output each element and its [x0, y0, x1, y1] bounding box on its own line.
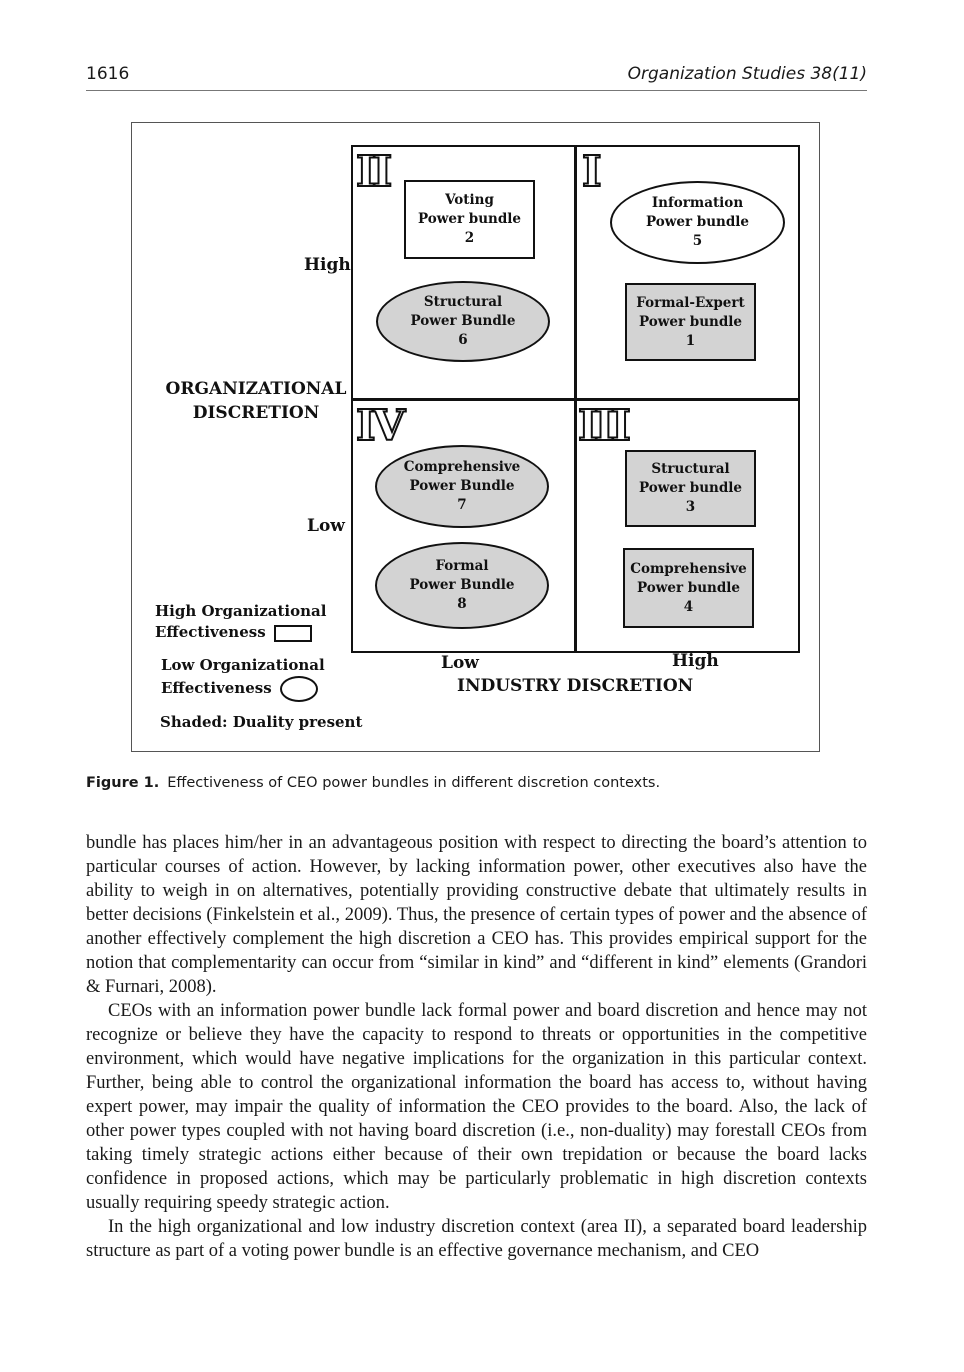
page-number: 1616 [86, 64, 130, 84]
quadrant-iv-label: IV [355, 401, 406, 450]
figure-caption: Figure 1. Effectiveness of CEO power bund… [86, 775, 660, 791]
legend-high-line1: High Organizational [155, 602, 327, 620]
header-rule [86, 90, 867, 91]
bundle-line: Voting [445, 192, 494, 208]
voting-power-bundle: Voting Power bundle 2 [404, 180, 535, 259]
legend-shaded: Shaded: Duality present [160, 713, 363, 731]
bundle-number: 6 [458, 332, 468, 348]
quadrant-iii [574, 399, 800, 653]
bundle-line: Structural [423, 294, 503, 310]
comprehensive-power-bundle-4: Comprehensive Power bundle 4 [623, 548, 754, 628]
bundle-line: Formal [435, 558, 489, 574]
journal-title: Organization Studies 38(11) [627, 64, 867, 84]
y-axis-title: ORGANIZATIONAL DISCRETION [162, 377, 350, 425]
caption-label: Figure 1. [86, 775, 160, 791]
bundle-number: 5 [692, 233, 703, 249]
bundle-number: 2 [464, 230, 475, 246]
formal-expert-power-bundle: Formal-Expert Power bundle 1 [625, 283, 756, 361]
y-axis-low-label: Low [307, 516, 345, 536]
bundle-line: Information [651, 195, 744, 211]
bundle-line: Power bundle [636, 579, 741, 596]
bundle-line: Power Bundle [409, 577, 515, 593]
bundle-number: 8 [457, 596, 467, 612]
bundle-line: Comprehensive [403, 459, 521, 475]
figure-1: II I IV III Voting Power bundle 2 Struct… [131, 122, 820, 752]
x-axis-high-label: High [672, 651, 719, 671]
y-axis-high-label: High [304, 255, 351, 275]
formal-power-bundle-8: Formal Power Bundle 8 [375, 542, 549, 629]
quadrant-iv [351, 399, 577, 653]
y-axis-title-line2: DISCRETION [192, 403, 320, 423]
bundle-number: 7 [457, 497, 467, 513]
legend-high-line2: Effectiveness [155, 623, 266, 641]
legend-low-line2: Effectiveness [161, 679, 272, 697]
bundle-line: Power bundle [417, 211, 522, 227]
body-text: bundle has places him/her in an advantag… [86, 831, 867, 1263]
comprehensive-power-bundle-7: Comprehensive Power Bundle 7 [375, 445, 549, 528]
caption-text: Effectiveness of CEO power bundles in di… [167, 775, 661, 791]
bundle-number: 4 [683, 598, 694, 615]
bundle-line: Structural [651, 461, 730, 477]
paragraph: CEOs with an information power bundle la… [86, 1001, 867, 1213]
quadrant-iii-label: III [577, 401, 632, 450]
quadrant-i-label: I [581, 147, 603, 196]
legend-low-row: Effectiveness [161, 676, 325, 702]
bundle-number: 1 [685, 332, 696, 349]
bundle-line: Power bundle [638, 313, 743, 330]
bundle-line: Formal-Expert [636, 294, 745, 311]
quadrant-ii-label: II [355, 147, 393, 196]
legend-high-row: Effectiveness [155, 622, 326, 643]
legend-low-line1: Low Organizational [161, 656, 325, 674]
structural-power-bundle-6: Structural Power Bundle 6 [376, 281, 550, 362]
paragraph: In the high organizational and low indus… [86, 1217, 867, 1261]
bundle-line: Power Bundle [409, 478, 515, 494]
paragraph: bundle has places him/her in an advantag… [86, 833, 867, 997]
bundle-line: Power Bundle [410, 313, 516, 329]
x-axis-low-label: Low [441, 653, 479, 673]
bundle-line: Power bundle [638, 480, 743, 496]
rectangle-symbol-icon [273, 624, 312, 642]
legend-high-effectiveness: High Organizational Effectiveness [155, 601, 326, 643]
y-axis-title-line1: ORGANIZATIONAL [165, 379, 347, 399]
oval-symbol-icon [279, 676, 318, 702]
legend-low-effectiveness: Low Organizational Effectiveness [161, 655, 325, 702]
structural-power-bundle-3: Structural Power bundle 3 [625, 450, 756, 527]
bundle-number: 3 [685, 499, 696, 515]
bundle-line: Power bundle [645, 214, 750, 230]
bundle-line: Comprehensive [630, 560, 747, 577]
information-power-bundle: Information Power bundle 5 [610, 181, 785, 264]
x-axis-title: INDUSTRY DISCRETION [457, 676, 694, 696]
